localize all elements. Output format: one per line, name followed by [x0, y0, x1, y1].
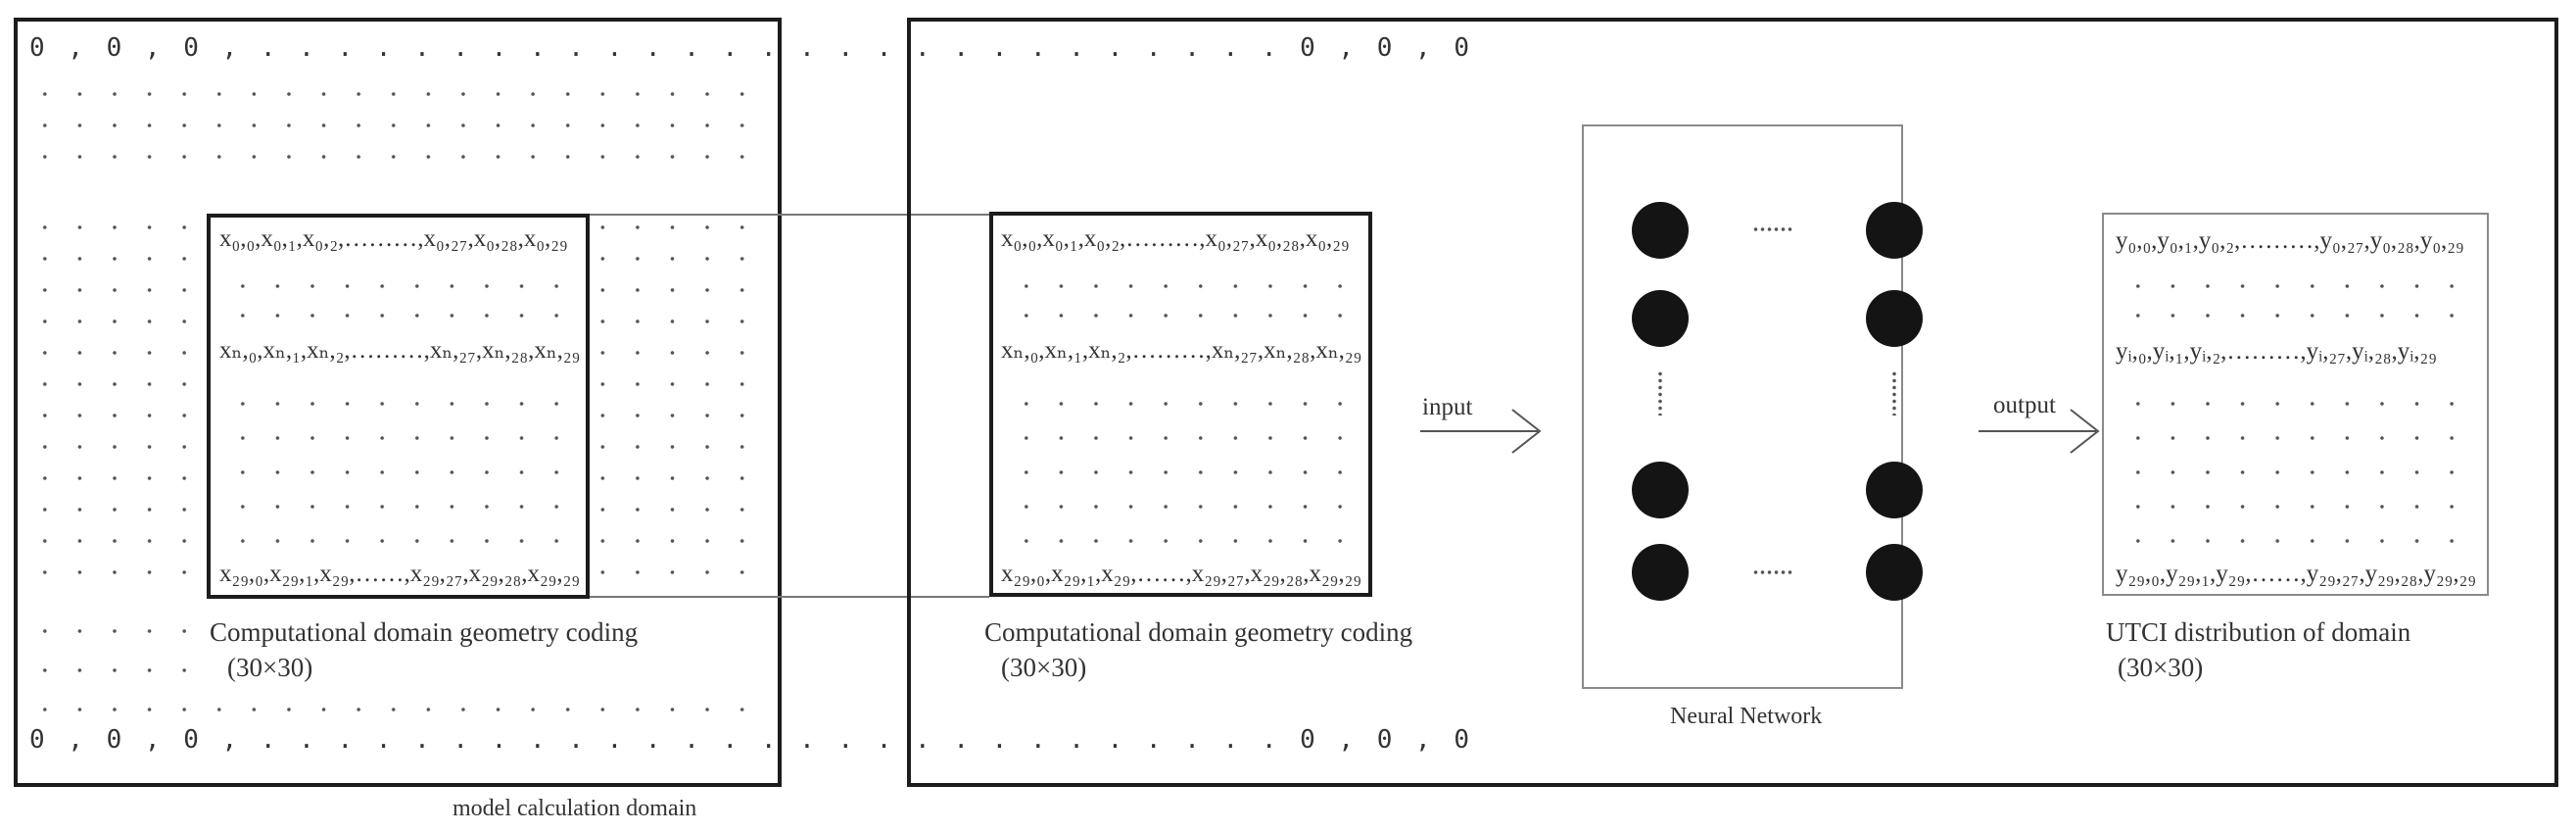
utci-output-region: [2102, 213, 2489, 596]
zero-row-bottom: 0 , 0 , 0 , . . . . . . . . . . . . . . …: [29, 725, 1473, 755]
neuron-node: [1866, 290, 1923, 347]
left-coding-dot-grid: [225, 235, 578, 578]
ellipsis-right: [1892, 370, 1896, 416]
left-x-row-n: xₙ,₀,xₙ,₁,xₙ,₂,………,xₙ,₂₇,xₙ,₂₈,xₙ,₂₉: [219, 337, 581, 364]
utci-label: UTCI distribution of domain: [2106, 617, 2411, 647]
neural-network-label: Neural Network: [1670, 704, 1823, 729]
left-coding-region: [207, 214, 590, 599]
utci-y-row-last: y₂₉,₀,y₂₉,₁,y₂₉,……,y₂₉,₂₇,y₂₉,₂₈,y₂₉,₂₉: [2116, 561, 2477, 587]
ellipsis-top: [1752, 227, 1793, 231]
left-coding-size: (30×30): [227, 653, 313, 682]
middle-coding-size: (30×30): [1001, 653, 1087, 682]
output-label: output: [1993, 392, 2056, 418]
middle-coding-label: Computational domain geometry coding: [984, 617, 1413, 647]
middle-x-row-n: xₙ,₀,xₙ,₁,xₙ,₂,………,xₙ,₂₇,xₙ,₂₈,xₙ,₂₉: [1001, 337, 1362, 364]
neuron-node: [1632, 544, 1689, 601]
middle-x-row-last: x₂₉,₀,x₂₉,₁,x₂₉,……,x₂₉,₂₇,x₂₉,₂₈,x₂₉,₂₉: [1001, 561, 1362, 587]
neuron-node: [1632, 462, 1689, 518]
neuron-node: [1632, 290, 1689, 347]
neuron-node: [1632, 202, 1689, 259]
utci-size: (30×30): [2118, 653, 2204, 682]
input-arrow-icon: [1420, 409, 1542, 454]
ellipsis-left: [1658, 370, 1662, 416]
left-coding-label: Computational domain geometry coding: [210, 617, 639, 647]
input-label: input: [1422, 394, 1473, 420]
utci-dot-grid: [2121, 235, 2473, 578]
neural-network-box: [1582, 124, 1903, 689]
utci-y-row-first: y₀,₀,y₀,₁,y₀,₂,………,y₀,₂₇,y₀,₂₈,y₀,₂₉: [2116, 227, 2464, 254]
left-x-row-last: x₂₉,₀,x₂₉,₁,x₂₉,……,x₂₉,₂₇,x₂₉,₂₈,x₂₉,₂₉: [219, 561, 581, 587]
utci-y-row-i: yᵢ,₀,yᵢ,₁,yᵢ,₂,………,yᵢ,₂₇,yᵢ,₂₈,yᵢ,₂₉: [2116, 338, 2437, 365]
zero-row-top: 0 , 0 , 0 , . . . . . . . . . . . . . . …: [29, 33, 1473, 63]
neuron-node: [1866, 544, 1923, 601]
pipeline-frame: [907, 18, 2558, 787]
output-arrow-icon: [1979, 409, 2100, 454]
middle-x-row-first: x₀,₀,x₀,₁,x₀,₂,………,x₀,₂₇,x₀,₂₈,x₀,₂₉: [1001, 225, 1350, 252]
model-calculation-domain-box: [14, 18, 782, 787]
neuron-node: [1866, 462, 1923, 518]
model-calculation-domain-caption: model calculation domain: [453, 796, 697, 821]
neuron-node: [1866, 202, 1923, 259]
middle-coding-dot-grid: [1009, 235, 1361, 578]
left-x-row-first: x₀,₀,x₀,₁,x₀,₂,………,x₀,₂₇,x₀,₂₈,x₀,₂₉: [219, 225, 568, 252]
ellipsis-bottom: [1752, 570, 1793, 574]
